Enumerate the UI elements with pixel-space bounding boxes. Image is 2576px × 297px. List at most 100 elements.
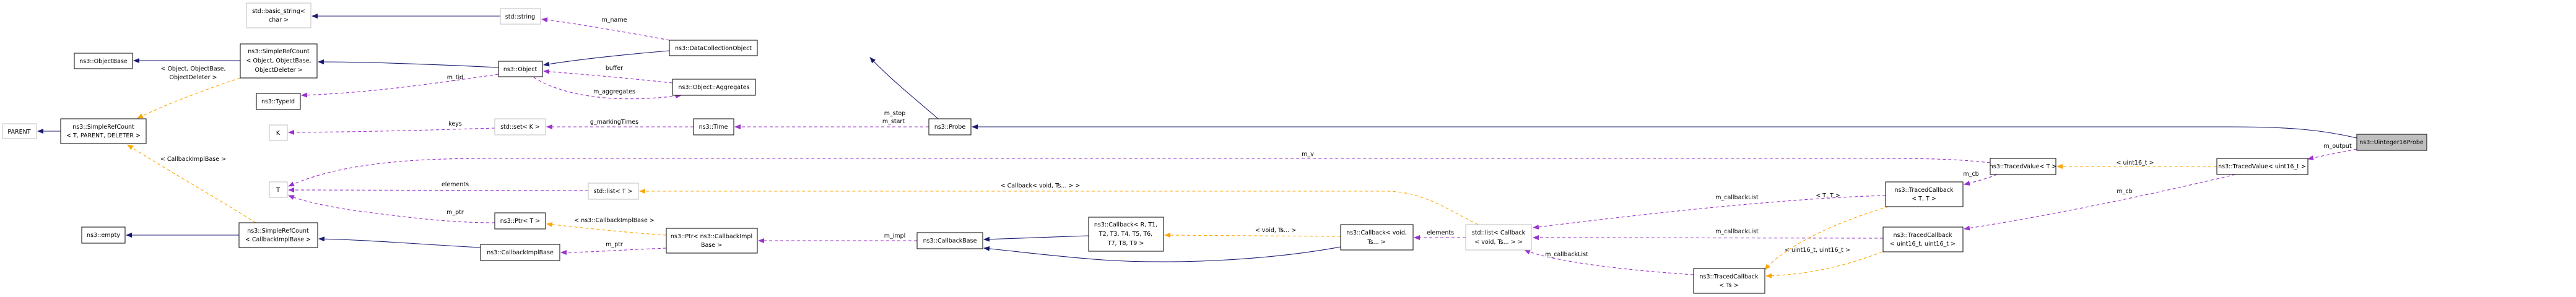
node-tracedvalue-t[interactable]: ns3::TracedValue< T > — [1990, 158, 2057, 175]
node-simplerefcount-t-parent-deleter[interactable]: ns3::SimpleRefCount < T, PARENT, DELETER… — [60, 118, 147, 144]
node-k[interactable]: K — [269, 124, 288, 141]
edge-src-cib-to-src-tpd — [127, 144, 256, 223]
edge-setk-to-k — [288, 127, 495, 135]
node-simplerefcount-callbackimplbase[interactable]: ns3::SimpleRefCount < CallbackImplBase > — [238, 222, 318, 248]
node-uinteger16probe[interactable]: ns3::Uinteger16Probe — [2356, 134, 2427, 151]
edge-tvt-to-tctt — [1964, 174, 1998, 186]
node-label: Ts... > — [1367, 239, 1385, 246]
label-m-ptr-1: m_ptr — [446, 209, 464, 216]
label-keys: keys — [448, 121, 462, 127]
node-ptr-callbackimplbase[interactable]: ns3::Ptr< ns3::CallbackImpl Base > — [666, 228, 758, 254]
node-objectbase[interactable]: ns3::ObjectBase — [74, 53, 133, 69]
node-label: ns3::TracedCallback — [1700, 273, 1759, 280]
node-label: ns3::Uinteger16Probe — [2359, 139, 2424, 146]
edge-tctt-to-listcb — [1533, 195, 1886, 230]
label-void-ts: < void, Ts... > — [1255, 227, 1296, 234]
edge-object-to-aggregates — [533, 77, 682, 100]
node-callbackimplbase[interactable]: ns3::CallbackImplBase — [480, 244, 560, 261]
label-t-t: < T, T > — [1816, 192, 1840, 199]
node-label: < uint16_t, uint16_t > — [1890, 241, 1956, 248]
node-tracedcallback-uint16-uint16[interactable]: ns3::TracedCallback < uint16_t, uint16_t… — [1882, 226, 1964, 252]
node-label: Base > — [701, 242, 722, 249]
node-std-list-callback[interactable]: std::list< Callback < void, Ts... > > — [1465, 224, 1532, 251]
edge-listt-to-t — [288, 187, 589, 193]
node-object-aggregates[interactable]: ns3::Object::Aggregates — [672, 79, 756, 96]
label-g-markingtimes: g_markingTimes — [590, 119, 638, 126]
label-m-callbacklist-2: m_callbackList — [1715, 228, 1759, 235]
node-label: std::string — [505, 14, 535, 20]
node-tracedcallback-t-t[interactable]: ns3::TracedCallback < T, T > — [1885, 181, 1964, 207]
label-m-aggregates: m_aggregates — [593, 88, 635, 95]
edge-tctt-to-tcts — [1764, 206, 1889, 270]
node-label: ns3::ObjectBase — [79, 58, 128, 65]
node-callback-r-t1-t9[interactable]: ns3::Callback< R, T1, T2, T3, T4, T5, T6… — [1088, 217, 1164, 252]
label-callback-void-ts: < Callback< void, Ts... > > — [1001, 183, 1081, 189]
edge-tcuu-to-tcts — [1765, 251, 1883, 278]
node-callback-void-ts[interactable]: ns3::Callback< void, Ts... > — [1340, 224, 1414, 251]
label-m-impl: m_impl — [884, 233, 906, 239]
label-buffer: buffer — [606, 65, 623, 72]
edge-labels: m_output < uint16_t > m_cb m_cb m_v < T,… — [160, 17, 2352, 258]
edge-aggregates-to-object — [543, 69, 673, 84]
node-label: < Ts > — [1719, 282, 1738, 289]
edge-cib-to-src-cib — [318, 236, 481, 248]
node-empty[interactable]: ns3::empty — [81, 226, 126, 244]
edge-ptrcib-to-cib — [560, 248, 667, 255]
edge-listcb-to-listt — [639, 189, 1479, 225]
label-m-callbacklist-3: m_callbackList — [1545, 251, 1588, 258]
node-label: std::basic_string< — [252, 8, 305, 15]
label-object-template-1: < Object, ObjectBase, — [160, 66, 225, 72]
node-label: std::list< T > — [594, 188, 633, 195]
label-m-stop: m_stop — [884, 110, 906, 117]
edge-probe-to-dco — [869, 57, 939, 119]
node-datacollectionobject[interactable]: ns3::DataCollectionObject — [669, 40, 758, 56]
node-label: T7, T8, T9 > — [1107, 240, 1144, 247]
node-label: ns3::TracedValue< T > — [1990, 163, 2057, 170]
edge-object-to-src-obj — [318, 59, 499, 68]
label-callbackimplbase-template: < CallbackImplBase > — [160, 156, 226, 163]
node-tracedcallback-ts[interactable]: ns3::TracedCallback < Ts > — [1693, 268, 1765, 294]
node-callbackbase[interactable]: ns3::CallbackBase — [916, 232, 983, 249]
label-m-ptr-2: m_ptr — [606, 241, 623, 248]
edge-object-to-typeid — [301, 74, 499, 98]
node-std-set-k[interactable]: std::set< K > — [494, 118, 546, 136]
edge-tvt-to-t — [288, 158, 1991, 187]
node-label: < T, T > — [1912, 196, 1936, 202]
edge-uint16probe-to-probe — [972, 124, 2357, 139]
node-label: ns3::TracedValue< uint16_t > — [2218, 163, 2306, 170]
node-label: ns3::TypeId — [261, 98, 295, 105]
node-t[interactable]: T — [269, 181, 288, 198]
node-std-string[interactable]: std::string — [500, 8, 541, 25]
node-std-basic-string[interactable]: std::basic_string< char > — [246, 2, 311, 28]
edge-cbvoid-to-cbbase — [983, 246, 1341, 262]
node-label: ns3::Ptr< ns3::CallbackImpl — [671, 233, 752, 240]
edge-dco-to-object — [543, 50, 670, 67]
node-label: ns3::Callback< R, T1, — [1094, 222, 1157, 228]
edge-ptrcib-to-ptrt — [546, 222, 667, 236]
node-label: ns3::SimpleRefCount — [72, 124, 134, 131]
label-elements-1: elements — [442, 181, 469, 188]
node-probe[interactable]: ns3::Probe — [928, 118, 972, 136]
node-label: ns3::CallbackBase — [923, 238, 977, 244]
node-label: < CallbackImplBase > — [245, 236, 311, 243]
node-label: < void, Ts... > > — [1474, 239, 1522, 246]
node-std-list-t[interactable]: std::list< T > — [588, 183, 639, 200]
nodes: ns3::Uinteger16Probe ns3::TracedValue< u… — [2, 2, 2427, 294]
node-label: ns3::Ptr< T > — [500, 218, 541, 225]
node-label: std::set< K > — [500, 124, 540, 131]
label-m-cb-1: m_cb — [1963, 171, 1978, 178]
node-tracedvalue-uint16[interactable]: ns3::TracedValue< uint16_t > — [2216, 158, 2308, 175]
node-parent[interactable]: PARENT — [2, 123, 37, 139]
node-label: T2, T3, T4, T5, T6, — [1099, 231, 1152, 238]
node-label: < Object, ObjectBase, — [246, 58, 311, 64]
node-simplerefcount-object[interactable]: ns3::SimpleRefCount < Object, ObjectBase… — [240, 43, 318, 79]
node-object[interactable]: ns3::Object — [498, 61, 543, 77]
node-label: ns3::TracedCallback — [1894, 232, 1952, 239]
node-typeid[interactable]: ns3::TypeId — [256, 93, 301, 110]
label-m-v: m_v — [1302, 151, 1314, 158]
node-ptr-t[interactable]: ns3::Ptr< T > — [494, 212, 546, 230]
label-ns3-callbackimplbase: < ns3::CallbackImplBase > — [574, 217, 655, 224]
node-time[interactable]: ns3::Time — [693, 118, 734, 136]
label-object-template-2: ObjectDeleter > — [169, 74, 217, 81]
